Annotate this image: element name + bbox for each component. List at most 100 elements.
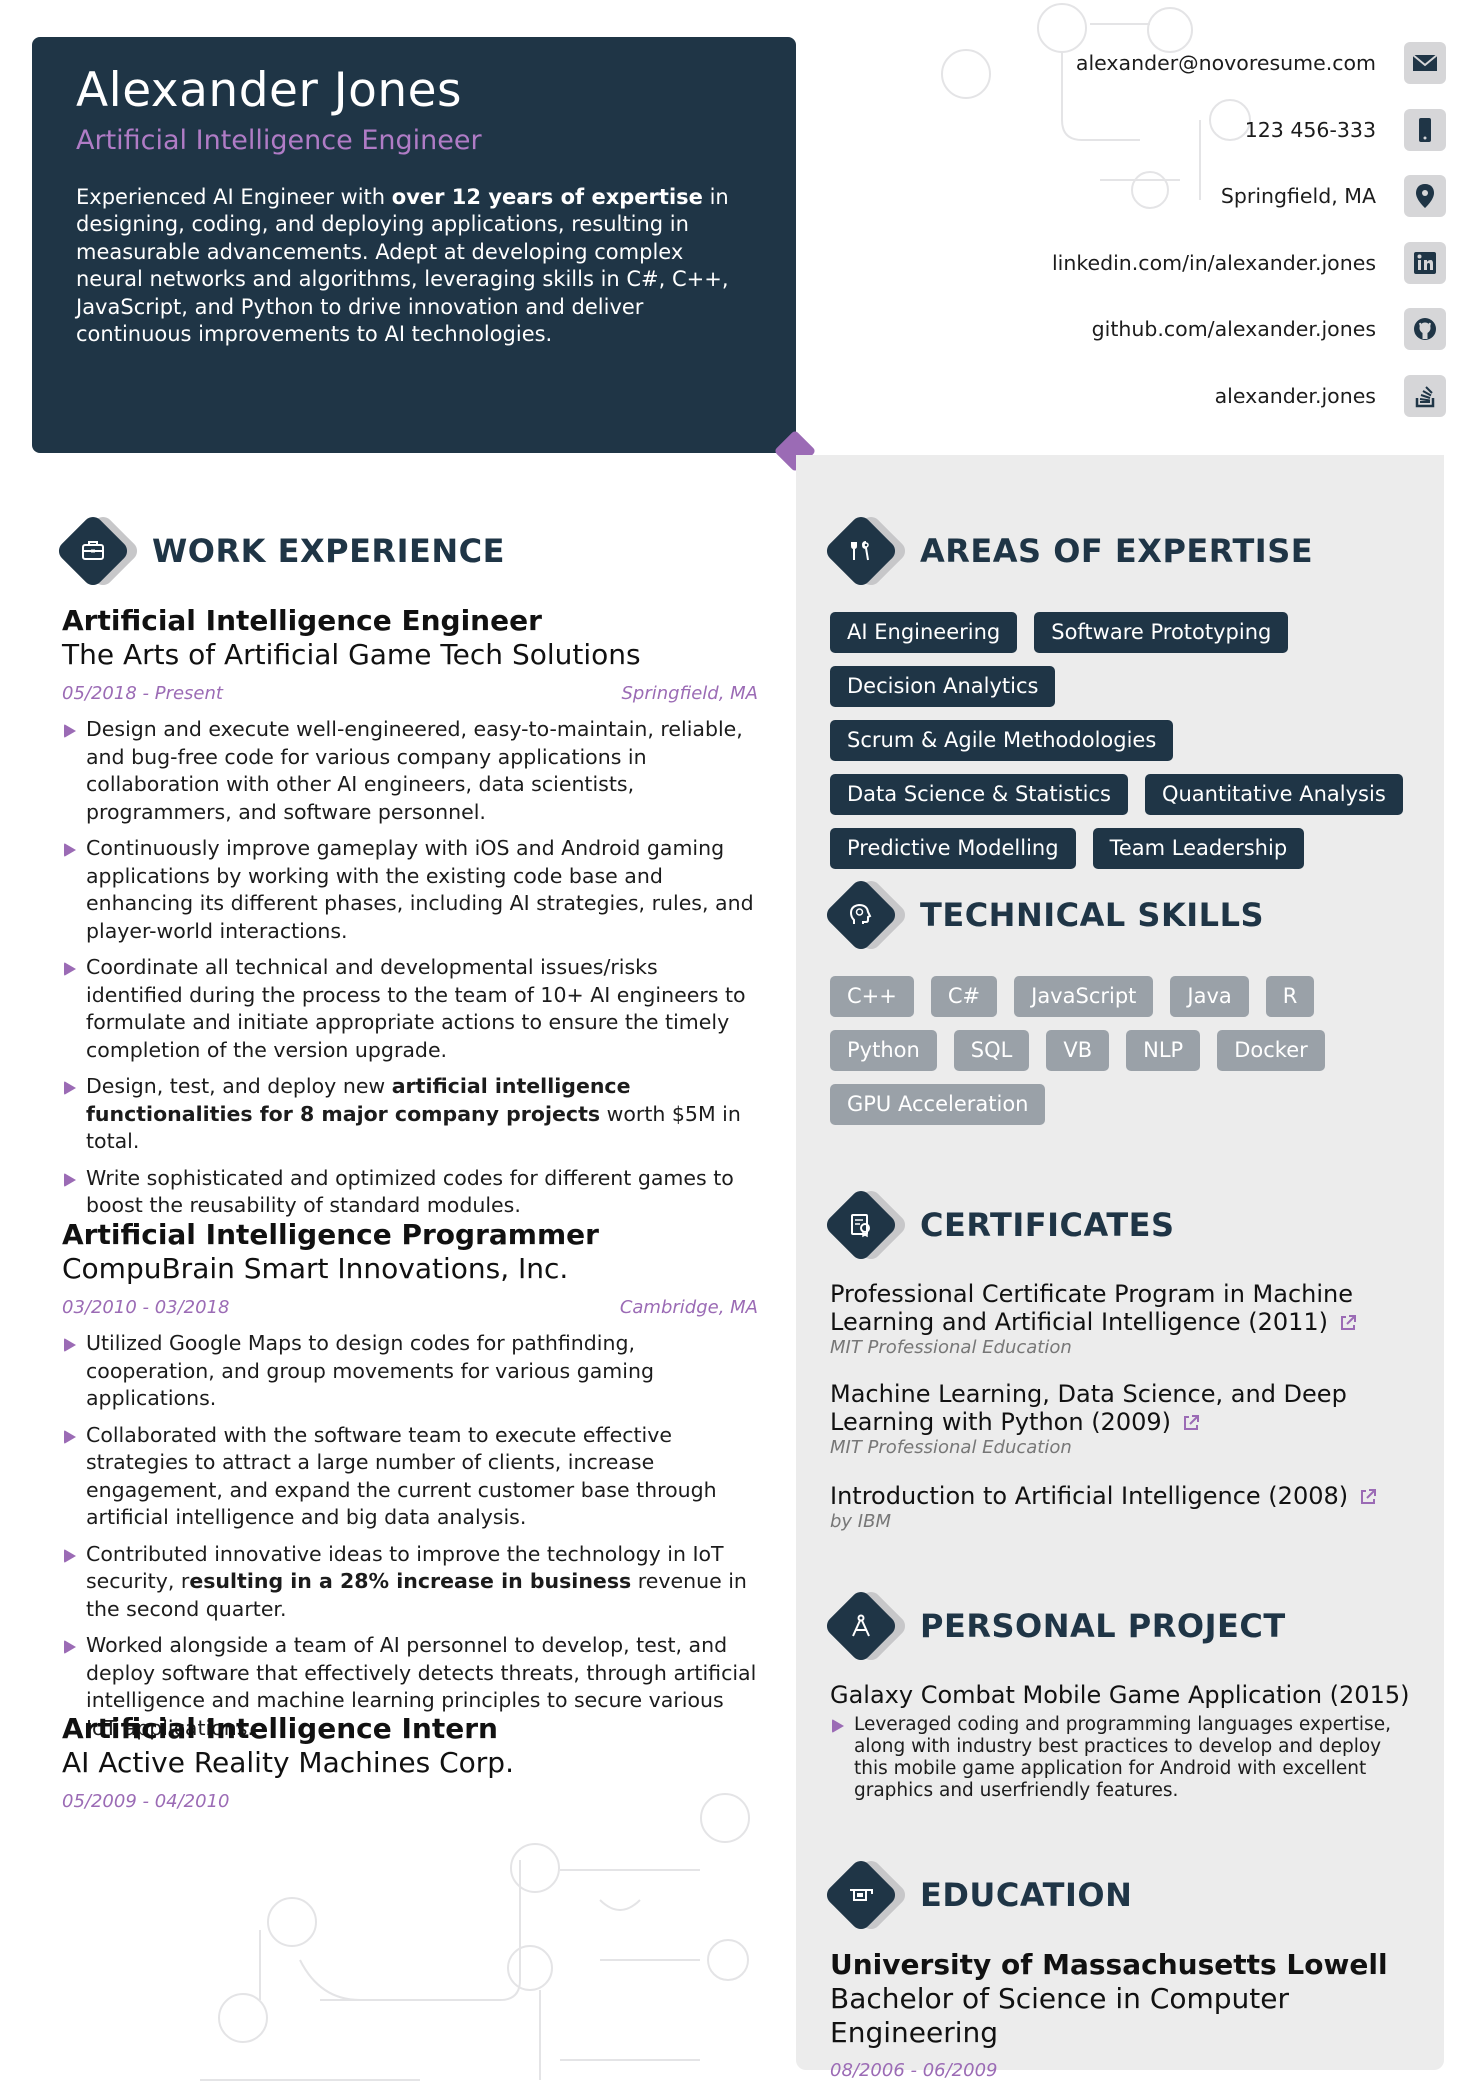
certificate-icon <box>822 1186 910 1264</box>
technical-skills-heading: TECHNICAL SKILLS <box>822 876 1264 954</box>
contact-stackoverflow-text[interactable]: alexander.jones <box>1214 383 1376 408</box>
location-pin-icon <box>1404 175 1446 218</box>
contact-email-text[interactable]: alexander@novoresume.com <box>1075 51 1376 76</box>
contact-location-text[interactable]: Springfield, MA <box>1220 184 1376 209</box>
job-dates: 05/2018 - Present <box>62 683 223 704</box>
expertise-tag: Data Science & Statistics <box>830 774 1128 815</box>
expertise-tag: Quantitative Analysis <box>1144 774 1403 815</box>
project-entry: Galaxy Combat Mobile Game Application (2… <box>830 1680 1410 1802</box>
skill-tag: NLP <box>1126 1030 1201 1071</box>
work-experience-heading: WORK EXPERIENCE <box>54 512 505 590</box>
job-entry: Artificial Intelligence Programmer Compu… <box>62 1218 758 1751</box>
personal-project-heading: PERSONAL PROJECT <box>822 1587 1286 1665</box>
job-entry: Artificial Intelligence Intern AI Active… <box>62 1712 758 1814</box>
certificate-entry: Introduction to Artificial Intelligence … <box>830 1482 1410 1534</box>
personal-project-title: PERSONAL PROJECT <box>920 1607 1286 1645</box>
job-location: Springfield, MA <box>621 683 758 704</box>
expertise-tag: AI Engineering <box>830 612 1018 653</box>
envelope-icon <box>1404 42 1446 85</box>
contact-phone-text[interactable]: 123 456-333 <box>1244 117 1376 142</box>
skill-tag: C# <box>930 976 998 1017</box>
job-bullet: Contributed innovative ideas to improve … <box>62 1541 758 1624</box>
expertise-tag: Scrum & Agile Methodologies <box>830 720 1174 761</box>
job-company: The Arts of Artificial Game Tech Solutio… <box>62 638 641 671</box>
job-meta: 05/2009 - 04/2010 <box>62 1790 758 1814</box>
project-bullets: Leveraged coding and programming languag… <box>830 1714 1410 1802</box>
linkedin-icon <box>1404 241 1446 284</box>
job-bullet: Coordinate all technical and development… <box>62 954 758 1064</box>
header-card: Alexander Jones Artificial Intelligence … <box>32 37 796 453</box>
certificate-title[interactable]: Introduction to Artificial Intelligence … <box>830 1482 1410 1510</box>
education-heading: EDUCATION <box>822 1856 1133 1934</box>
expertise-tag: Predictive Modelling <box>830 828 1076 869</box>
contact-github[interactable]: github.com/alexander.jones <box>806 296 1446 363</box>
briefcase-icon <box>54 512 142 590</box>
skills-tag-list: C++ C# JavaScript Java R Python SQL VB N… <box>830 976 1410 1125</box>
job-bullet: Write sophisticated and optimized codes … <box>62 1165 758 1220</box>
contact-location[interactable]: Springfield, MA <box>806 163 1446 230</box>
education-title: EDUCATION <box>920 1876 1133 1914</box>
tools-icon <box>822 512 910 590</box>
contact-email[interactable]: alexander@novoresume.com <box>806 30 1446 97</box>
skill-tag: VB <box>1046 1030 1110 1071</box>
phone-icon <box>1404 108 1446 151</box>
contact-phone[interactable]: 123 456-333 <box>806 97 1446 164</box>
job-bullet: Utilized Google Maps to design codes for… <box>62 1330 758 1413</box>
job-dates: 03/2010 - 03/2018 <box>62 1297 230 1318</box>
education-degree: Bachelor of Science in Computer Engineer… <box>830 1982 1290 2049</box>
areas-of-expertise-heading: AREAS OF EXPERTISE <box>822 512 1314 590</box>
certificates-title: CERTIFICATES <box>920 1206 1175 1244</box>
job-bullet: Collaborated with the software team to e… <box>62 1422 758 1532</box>
certificate-issuer: MIT Professional Education <box>830 1437 1072 1458</box>
skill-tag: Docker <box>1217 1030 1325 1071</box>
project-title: Galaxy Combat Mobile Game Application (2… <box>830 1681 1410 1709</box>
expertise-tag: Software Prototyping <box>1034 612 1289 653</box>
skill-tag: JavaScript <box>1014 976 1154 1017</box>
job-bullets: Design and execute well-engineered, easy… <box>62 716 758 1220</box>
job-bullets: Utilized Google Maps to design codes for… <box>62 1330 758 1742</box>
skill-tag: GPU Acceleration <box>830 1084 1046 1125</box>
expertise-tag-list: AI Engineering Software Prototyping Deci… <box>830 612 1410 869</box>
compass-icon <box>822 1587 910 1665</box>
job-bullet: Continuously improve gameplay with iOS a… <box>62 835 758 945</box>
contact-linkedin-text[interactable]: linkedin.com/in/alexander.jones <box>1051 250 1376 275</box>
education-school: University of Massachusetts Lowell <box>830 1948 1388 1981</box>
project-bullet: Leveraged coding and programming languag… <box>830 1714 1410 1802</box>
job-title: Artificial Intelligence Engineer <box>62 604 542 637</box>
contact-list: alexander@novoresume.com 123 456-333 Spr… <box>806 30 1446 429</box>
areas-of-expertise-title: AREAS OF EXPERTISE <box>920 532 1314 570</box>
job-location: Cambridge, MA <box>619 1297 758 1318</box>
education-entry: University of Massachusetts Lowell Bache… <box>830 1948 1430 2081</box>
job-title: Artificial Intelligence Intern <box>62 1712 498 1745</box>
contact-linkedin[interactable]: linkedin.com/in/alexander.jones <box>806 230 1446 297</box>
lightbulb-head-icon <box>822 876 910 954</box>
skill-tag: C++ <box>830 976 914 1017</box>
certificate-title[interactable]: Machine Learning, Data Science, and Deep… <box>830 1380 1347 1436</box>
contact-github-text[interactable]: github.com/alexander.jones <box>1091 317 1376 342</box>
work-experience-title: WORK EXPERIENCE <box>152 532 505 570</box>
certificates-heading: CERTIFICATES <box>822 1186 1175 1264</box>
candidate-role: Artificial Intelligence Engineer <box>76 125 482 157</box>
technical-skills-title: TECHNICAL SKILLS <box>920 896 1264 934</box>
skill-tag: R <box>1265 976 1315 1017</box>
candidate-name: Alexander Jones <box>76 63 463 118</box>
skill-tag: Python <box>830 1030 937 1071</box>
contact-stackoverflow[interactable]: alexander.jones <box>806 363 1446 430</box>
job-bullet: Design, test, and deploy new artificial … <box>62 1073 758 1156</box>
external-link-icon[interactable] <box>1338 1313 1358 1333</box>
job-company: AI Active Reality Machines Corp. <box>62 1746 514 1779</box>
github-icon <box>1404 308 1446 351</box>
certificate-issuer: MIT Professional Education <box>830 1337 1072 1358</box>
job-title: Artificial Intelligence Programmer <box>62 1218 599 1251</box>
job-meta: 05/2018 - Present Springfield, MA <box>62 682 758 706</box>
skill-tag: SQL <box>953 1030 1030 1071</box>
external-link-icon[interactable] <box>1358 1487 1378 1507</box>
certificate-title[interactable]: Professional Certificate Program in Mach… <box>830 1280 1410 1336</box>
education-dates: 08/2006 - 06/2009 <box>830 2060 998 2081</box>
external-link-icon[interactable] <box>1181 1413 1201 1433</box>
expertise-tag: Decision Analytics <box>830 666 1056 707</box>
summary-text: Experienced AI Engineer with over 12 yea… <box>76 184 729 347</box>
stackoverflow-icon <box>1404 374 1446 417</box>
job-bullet: Design and execute well-engineered, easy… <box>62 716 758 826</box>
job-entry: Artificial Intelligence Engineer The Art… <box>62 604 758 1229</box>
